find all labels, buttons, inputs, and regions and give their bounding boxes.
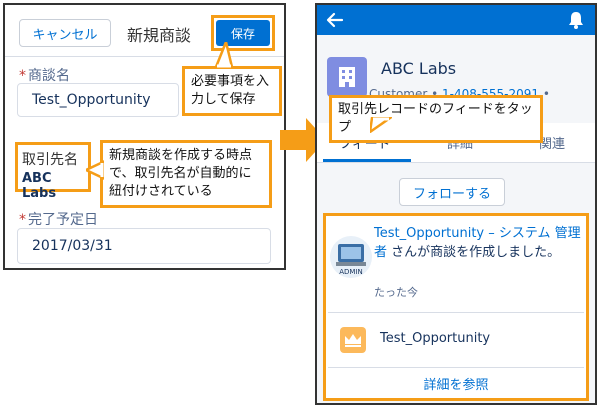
save-callout-tail — [214, 42, 234, 68]
record-separator: • — [431, 87, 439, 101]
avatar: ADMIN — [330, 236, 372, 278]
account-value: ABC Labs — [22, 171, 57, 201]
new-opportunity-form: キャンセル 新規商談 保存 *商談名 Test_Opportunity 取引先名… — [3, 3, 286, 270]
account-label: 取引先名 — [22, 152, 78, 168]
feed-callout-tail — [370, 117, 392, 133]
feed-action-text: さんが商談を作成しました。 — [387, 245, 561, 260]
required-mark: * — [19, 212, 26, 228]
account-icon — [327, 57, 367, 97]
required-mark: * — [19, 68, 26, 84]
opp-name-label: *商談名 — [19, 65, 70, 85]
record-name: ABC Labs — [381, 59, 457, 78]
feed-dash: – — [484, 226, 499, 241]
close-date-input[interactable]: 2017/03/31 — [17, 228, 271, 264]
feed-opp-link[interactable]: Test_Opportunity — [374, 226, 485, 241]
page-title: 新規商談 — [127, 26, 192, 45]
follow-button[interactable]: フォローする — [399, 178, 505, 206]
opportunity-icon — [340, 327, 366, 353]
tab-related[interactable]: 関連 — [539, 137, 566, 152]
feed-text: Test_Opportunity – システム 管理者 さんが商談を作成しました… — [374, 224, 584, 262]
feed-timestamp: たった今 — [374, 286, 418, 299]
view-details-link[interactable]: 詳細を参照 — [423, 378, 489, 393]
feed-actor-link[interactable]: システム 管理者 — [374, 226, 581, 260]
building-icon — [339, 67, 355, 87]
active-tab-indicator — [323, 159, 411, 162]
form-header: キャンセル 新規商談 保存 — [5, 5, 284, 57]
transition-arrow-icon — [280, 118, 326, 162]
account-callout-tail — [86, 160, 104, 180]
account-record-screen: ABC Labs Customer • 1-408-555-2091 • フィー… — [315, 3, 597, 405]
crown-icon — [345, 334, 361, 347]
top-bar — [317, 5, 595, 35]
opportunity-card[interactable]: Test_Opportunity — [328, 312, 584, 368]
close-date-label: *完了予定日 — [19, 209, 98, 229]
admin-avatar-icon: ADMIN — [336, 244, 366, 276]
avatar-label: ADMIN — [339, 268, 363, 276]
record-separator-2: • — [542, 87, 550, 101]
account-field-highlight: 取引先名 ABC Labs — [15, 142, 91, 201]
account-callout: 新規商談を作成する時点で、取引先名が自動的に紐付けされている — [100, 140, 272, 208]
bell-icon[interactable] — [567, 10, 585, 30]
close-date-label-text: 完了予定日 — [28, 212, 98, 228]
back-arrow-icon[interactable] — [325, 10, 345, 30]
feed-callout: 取引先レコードのフィードをタップ — [329, 95, 543, 143]
save-callout: 必要事項を入力して保存 — [182, 66, 282, 116]
feed-item-highlight: ADMIN Test_Opportunity – システム 管理者 さんが商談を… — [323, 213, 589, 401]
opp-name-input[interactable]: Test_Opportunity — [17, 83, 179, 117]
opportunity-name: Test_Opportunity — [380, 331, 491, 346]
cancel-button[interactable]: キャンセル — [19, 19, 111, 47]
opp-name-label-text: 商談名 — [28, 68, 70, 84]
